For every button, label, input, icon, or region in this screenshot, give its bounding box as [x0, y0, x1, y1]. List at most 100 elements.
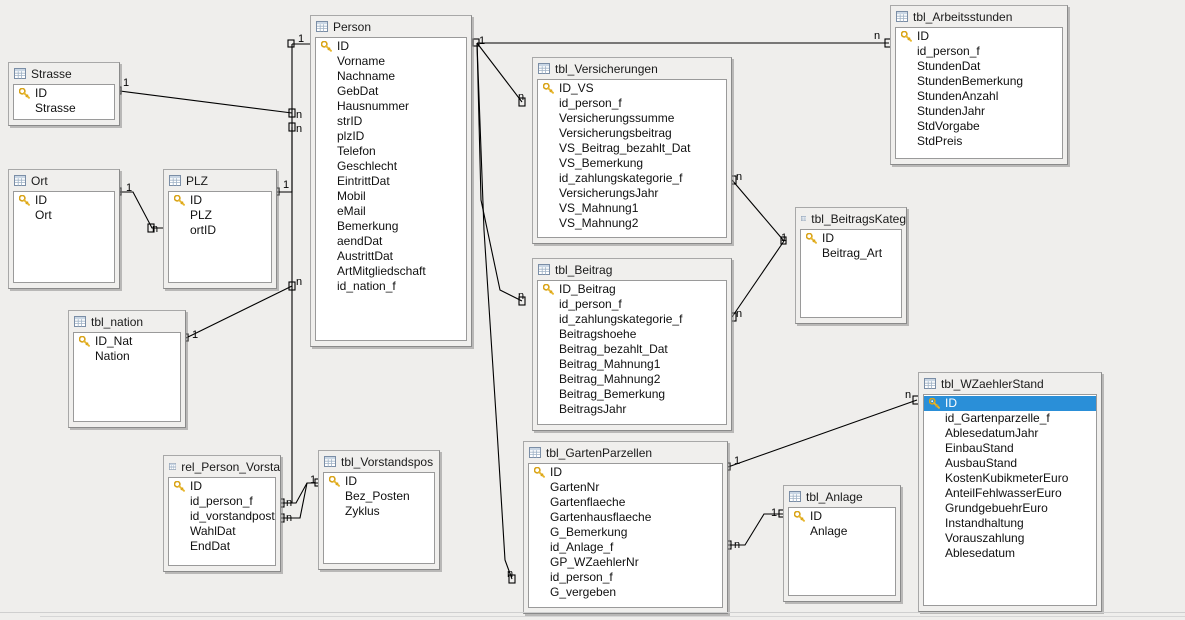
field-row[interactable]: Beitrag_Mahnung2 [538, 372, 726, 387]
field-row[interactable]: ID [324, 474, 434, 489]
field-row[interactable]: ID [169, 193, 271, 208]
field-row[interactable]: VS_Beitrag_bezahlt_Dat [538, 141, 726, 156]
field-row[interactable]: Instandhaltung [924, 516, 1096, 531]
field-row[interactable]: ArtMitgliedschaft [316, 264, 466, 279]
field-row[interactable]: Ort [14, 208, 114, 223]
field-row[interactable]: Mobil [316, 189, 466, 204]
field-row[interactable]: plzID [316, 129, 466, 144]
field-row[interactable]: EintrittDat [316, 174, 466, 189]
field-row[interactable]: GebDat [316, 84, 466, 99]
field-row[interactable]: EndDat [169, 539, 275, 554]
field-row[interactable]: GartenNr [529, 480, 722, 495]
field-row[interactable]: EinbauStand [924, 441, 1096, 456]
table-title-tbl_beitragskateg[interactable]: tbl_BeitragsKateg [796, 208, 906, 229]
field-row[interactable]: id_zahlungskategorie_f [538, 171, 726, 186]
field-row[interactable]: Hausnummer [316, 99, 466, 114]
field-row[interactable]: VersicherungsJahr [538, 186, 726, 201]
field-row[interactable]: id_Gartenparzelle_f [924, 411, 1096, 426]
field-row[interactable]: StdVorgabe [896, 119, 1062, 134]
table-title-rel_person_vorstand[interactable]: rel_Person_Vorsta [164, 456, 280, 477]
field-row[interactable]: Nachname [316, 69, 466, 84]
field-row[interactable]: VS_Mahnung2 [538, 216, 726, 231]
table-title-person[interactable]: Person [311, 16, 471, 37]
field-row[interactable]: StundenDat [896, 59, 1062, 74]
field-row[interactable]: ID_VS [538, 81, 726, 96]
field-row[interactable]: eMail [316, 204, 466, 219]
field-row[interactable]: G_vergeben [529, 585, 722, 600]
field-row[interactable]: Geschlecht [316, 159, 466, 174]
field-row[interactable]: ID [529, 465, 722, 480]
field-row[interactable]: Zyklus [324, 504, 434, 519]
field-row[interactable]: ID [14, 193, 114, 208]
field-row[interactable]: Strasse [14, 101, 114, 116]
table-title-tbl_versicherungen[interactable]: tbl_Versicherungen [533, 58, 731, 79]
table-title-tbl_gartenparzellen[interactable]: tbl_GartenParzellen [524, 442, 727, 463]
field-row[interactable]: VS_Mahnung1 [538, 201, 726, 216]
field-row[interactable]: Beitrag_bezahlt_Dat [538, 342, 726, 357]
field-row[interactable]: ID [169, 479, 275, 494]
table-title-tbl_beitrag[interactable]: tbl_Beitrag [533, 259, 731, 280]
field-row[interactable]: Beitrag_Bemerkung [538, 387, 726, 402]
field-row[interactable]: Telefon [316, 144, 466, 159]
field-row[interactable]: GP_WZaehlerNr [529, 555, 722, 570]
field-row[interactable]: ID [789, 509, 895, 524]
field-row[interactable]: Versicherungssumme [538, 111, 726, 126]
field-row[interactable]: ID_Beitrag [538, 282, 726, 297]
table-title-tbl_vorstandspos[interactable]: tbl_Vorstandspos [319, 451, 439, 472]
field-row[interactable]: ID [896, 29, 1062, 44]
field-row[interactable]: ortID [169, 223, 271, 238]
field-row[interactable]: StundenAnzahl [896, 89, 1062, 104]
field-row[interactable]: id_vorstandposte [169, 509, 275, 524]
field-row[interactable]: ID_Nat [74, 334, 180, 349]
field-row[interactable]: Bez_Posten [324, 489, 434, 504]
field-row[interactable]: Gartenflaeche [529, 495, 722, 510]
field-row[interactable]: VS_Bemerkung [538, 156, 726, 171]
field-row[interactable]: strID [316, 114, 466, 129]
field-row[interactable]: id_person_f [896, 44, 1062, 59]
field-row[interactable]: id_nation_f [316, 279, 466, 294]
field-row-selected[interactable]: ID [924, 396, 1096, 411]
field-row[interactable]: id_person_f [538, 96, 726, 111]
table-title-tbl_arbeitsstunden[interactable]: tbl_Arbeitsstunden [891, 6, 1067, 27]
table-title-tbl_anlage[interactable]: tbl_Anlage [784, 486, 900, 507]
field-row[interactable]: AustrittDat [316, 249, 466, 264]
field-row[interactable]: Vorname [316, 54, 466, 69]
field-row[interactable]: ID [801, 231, 901, 246]
field-row[interactable]: StdPreis [896, 134, 1062, 149]
field-row[interactable]: BeitragsJahr [538, 402, 726, 417]
field-row[interactable]: aendDat [316, 234, 466, 249]
field-row[interactable]: ID [316, 39, 466, 54]
field-row[interactable]: Versicherungsbeitrag [538, 126, 726, 141]
field-row[interactable]: Ablesedatum [924, 546, 1096, 561]
field-row[interactable]: id_person_f [538, 297, 726, 312]
field-row[interactable]: GrundgebuehrEuro [924, 501, 1096, 516]
field-row[interactable]: Beitragshoehe [538, 327, 726, 342]
table-title-tbl_nation[interactable]: tbl_nation [69, 311, 185, 332]
table-title-tbl_wzaehlerstand[interactable]: tbl_WZaehlerStand [919, 373, 1101, 394]
field-row[interactable]: KostenKubikmeterEuro [924, 471, 1096, 486]
table-title-plz[interactable]: PLZ [164, 170, 276, 191]
field-row[interactable]: Nation [74, 349, 180, 364]
field-row[interactable]: id_person_f [529, 570, 722, 585]
